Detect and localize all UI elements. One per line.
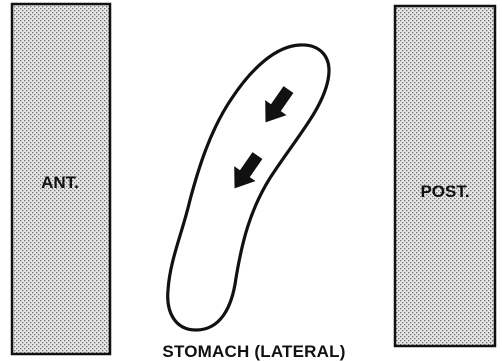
down-left-arrow-icon [224, 148, 268, 196]
anterior-panel: ANT. [12, 4, 110, 354]
posterior-label: POST. [420, 182, 469, 201]
anterior-label: ANT. [41, 173, 79, 192]
diagram-caption: STOMACH (LATERAL) [162, 342, 345, 361]
stomach-outline [168, 45, 329, 330]
posterior-panel: POST. [395, 6, 495, 346]
posterior-panel-box [395, 6, 495, 346]
down-left-arrow-icon [255, 82, 299, 130]
